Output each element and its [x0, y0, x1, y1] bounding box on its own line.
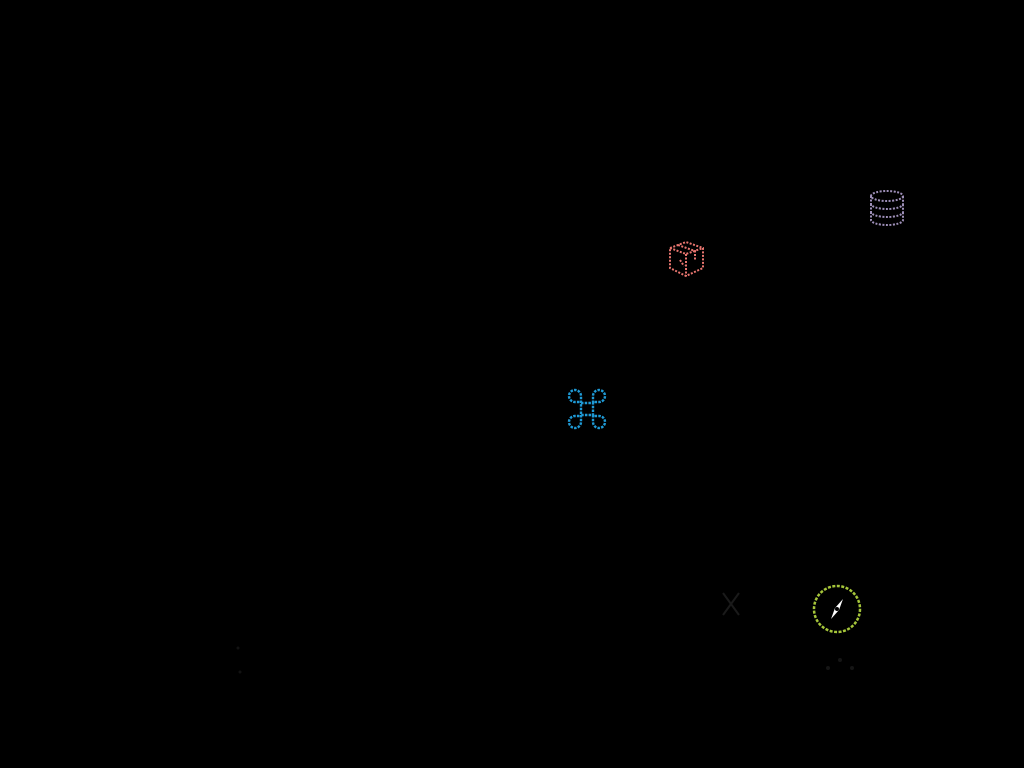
- dots-icon: [232, 642, 248, 678]
- command-icon[interactable]: [565, 387, 611, 433]
- database-icon[interactable]: [866, 188, 910, 232]
- compass-icon[interactable]: [811, 583, 865, 637]
- x-mark-icon: [719, 589, 743, 619]
- package-icon[interactable]: [666, 238, 708, 282]
- dots-icon: [822, 650, 862, 678]
